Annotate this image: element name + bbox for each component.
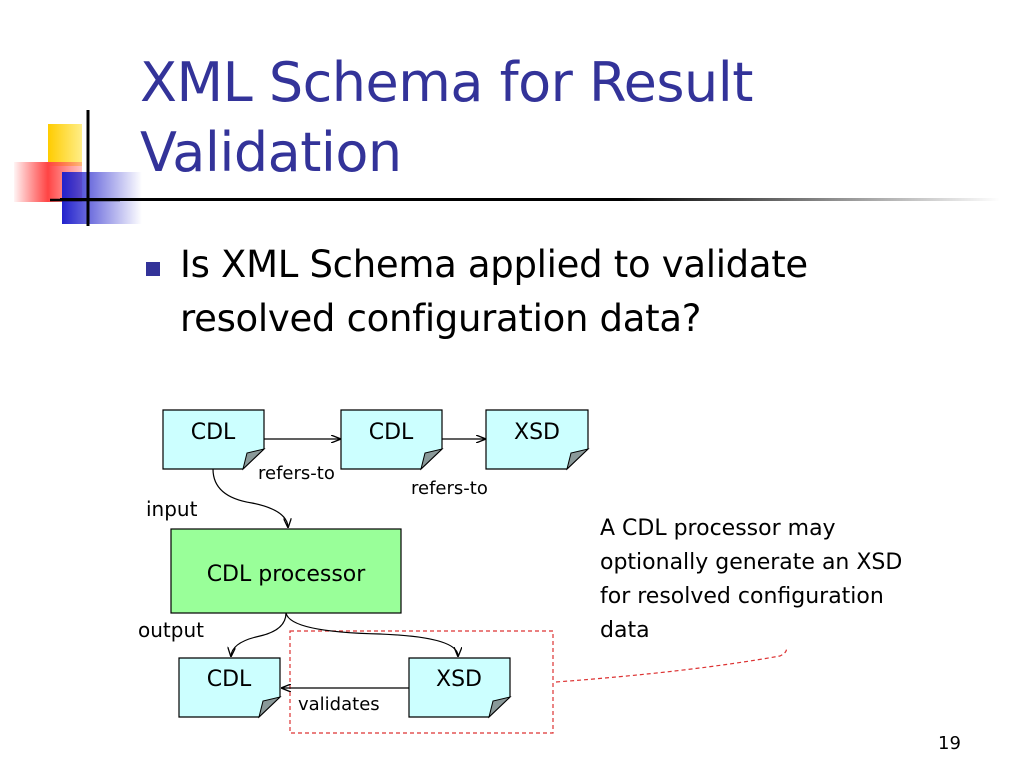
doc-xsd-bottom-right-label: XSD [436, 667, 482, 692]
title-line-1: XML Schema for Result [140, 51, 753, 114]
arrow-input [212, 468, 288, 527]
arrow-output-cdl [231, 612, 287, 656]
doc-cdl-top-left-label: CDL [191, 420, 236, 445]
arrow-output-xsd [285, 612, 458, 656]
title-line-2: Validation [140, 121, 402, 184]
doc-cdl-top-middle-label: CDL [369, 420, 414, 445]
doc-xsd-top-right: XSD [485, 409, 590, 471]
slide-title: XML Schema for Result Validation [140, 48, 1000, 188]
label-output: output [138, 618, 204, 642]
doc-xsd-bottom-right: XSD [408, 657, 512, 719]
doc-cdl-top-middle: CDL [340, 409, 444, 471]
label-refers-to-1: refers-to [258, 463, 335, 484]
page-number: 19 [938, 733, 961, 754]
bullet-square-icon [146, 262, 160, 276]
doc-xsd-top-right-label: XSD [514, 420, 560, 445]
note-text: A CDL processor may optionally generate … [600, 516, 903, 643]
label-validates: validates [298, 694, 380, 715]
label-input: input [146, 497, 198, 521]
cdl-processor-box: CDL processor [170, 528, 402, 614]
label-refers-to-2: refers-to [411, 478, 488, 499]
doc-cdl-bottom-left-label: CDL [207, 667, 252, 692]
note-connector [555, 647, 787, 683]
generated-xsd-highlight [289, 630, 554, 734]
cdl-processor-label: CDL processor [207, 562, 367, 587]
doc-cdl-top-left: CDL [162, 409, 266, 471]
bullet-text: Is XML Schema applied to validate resolv… [180, 243, 808, 340]
title-underline [60, 198, 1000, 201]
doc-cdl-bottom-left: CDL [178, 657, 282, 719]
